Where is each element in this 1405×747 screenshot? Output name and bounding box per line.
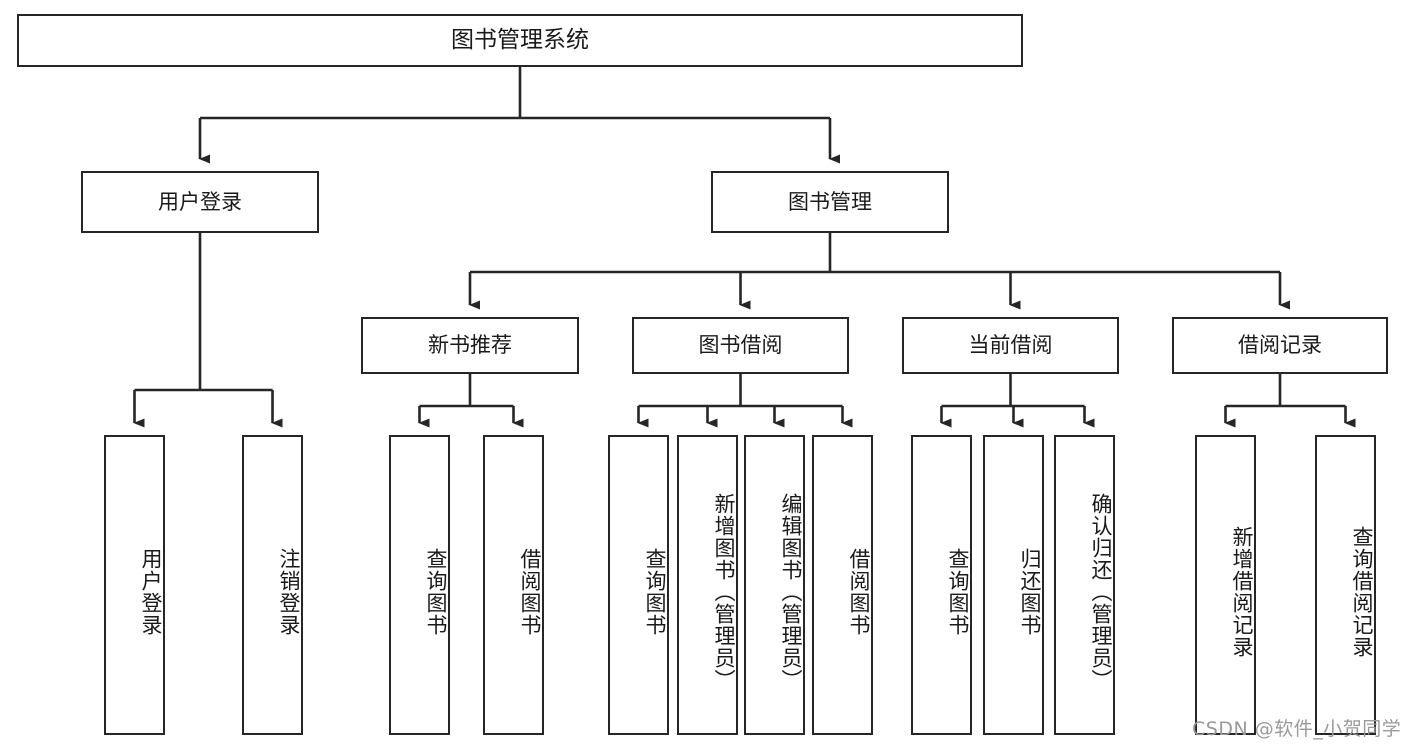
leaf-query-book-3[interactable]: 查询图书 bbox=[911, 435, 972, 735]
node-label: 当前借阅 bbox=[968, 333, 1053, 358]
node-current-borrow[interactable]: 当前借阅 bbox=[902, 317, 1119, 374]
leaf-add-book[interactable]: 新增图书（管理员） bbox=[677, 435, 738, 735]
csdn-watermark: CSDN @软件_小贺同学 bbox=[1192, 718, 1402, 740]
node-label: 编辑图书（管理员） bbox=[779, 493, 803, 691]
node-label: 查询图书 bbox=[946, 548, 970, 636]
node-label: 新增图书（管理员） bbox=[712, 493, 736, 691]
node-book-manage[interactable]: 图书管理 bbox=[711, 171, 949, 233]
node-user-login[interactable]: 用户登录 bbox=[81, 171, 319, 233]
leaf-query-record[interactable]: 查询借阅记录 bbox=[1315, 435, 1376, 735]
leaf-user-login[interactable]: 用户登录 bbox=[104, 435, 165, 735]
node-label: 归还图书 bbox=[1018, 548, 1042, 636]
node-borrow-record[interactable]: 借阅记录 bbox=[1172, 317, 1388, 374]
node-label: 新增借阅记录 bbox=[1230, 526, 1254, 658]
leaf-query-book-2[interactable]: 查询图书 bbox=[608, 435, 669, 735]
leaf-return-book[interactable]: 归还图书 bbox=[983, 435, 1044, 735]
node-label: 借阅记录 bbox=[1238, 333, 1322, 358]
node-label: 借阅图书 bbox=[847, 548, 871, 636]
leaf-edit-book[interactable]: 编辑图书（管理员） bbox=[744, 435, 805, 735]
node-book-borrow[interactable]: 图书借阅 bbox=[632, 317, 849, 374]
leaf-query-book-1[interactable]: 查询图书 bbox=[389, 435, 450, 735]
leaf-logout[interactable]: 注销登录 bbox=[242, 435, 303, 735]
node-label: 图书管理系统 bbox=[451, 26, 589, 53]
leaf-borrow-book-2[interactable]: 借阅图书 bbox=[812, 435, 873, 735]
node-label: 图书管理 bbox=[788, 189, 872, 214]
node-label: 图书借阅 bbox=[698, 333, 783, 358]
leaf-add-record[interactable]: 新增借阅记录 bbox=[1195, 435, 1256, 735]
node-label: 借阅图书 bbox=[518, 548, 542, 636]
node-label: 注销登录 bbox=[277, 548, 301, 636]
node-new-book-recommend[interactable]: 新书推荐 bbox=[361, 317, 579, 374]
node-label: 查询借阅记录 bbox=[1350, 526, 1374, 658]
leaf-borrow-book-1[interactable]: 借阅图书 bbox=[483, 435, 544, 735]
leaf-confirm-return[interactable]: 确认归还（管理员） bbox=[1054, 435, 1115, 735]
node-label: 查询图书 bbox=[643, 548, 667, 636]
node-label: 用户登录 bbox=[139, 548, 163, 636]
node-label: 查询图书 bbox=[424, 548, 448, 636]
node-root-system[interactable]: 图书管理系统 bbox=[17, 14, 1023, 67]
node-label: 用户登录 bbox=[158, 189, 242, 214]
node-label: 新书推荐 bbox=[428, 333, 512, 358]
node-label: 确认归还（管理员） bbox=[1089, 493, 1113, 691]
